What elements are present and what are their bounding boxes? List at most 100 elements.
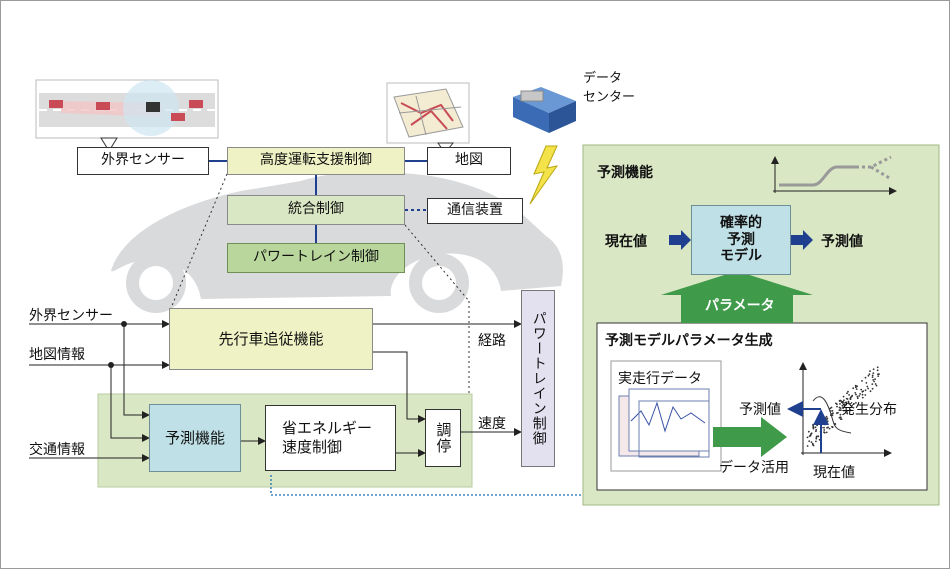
scatter-point — [856, 397, 859, 400]
scatter-point — [842, 395, 845, 398]
scatter-point — [845, 401, 847, 404]
scatter-point — [847, 390, 849, 393]
scatter-point — [826, 420, 829, 423]
scatter-point — [874, 378, 876, 381]
scatter-point — [843, 403, 846, 406]
scatter-point — [853, 402, 855, 405]
trend-curve-icon — [771, 155, 897, 195]
scatter-point — [872, 379, 875, 381]
generation-title: 予測モデルパラメータ生成 — [605, 333, 773, 349]
scatter-point — [810, 441, 813, 443]
scatter-point — [812, 426, 815, 428]
predicted-value-label: 予測値 — [821, 234, 863, 250]
scatter-point — [845, 409, 848, 412]
powertrain-box: パワートレイン制御 — [521, 290, 555, 467]
scatter-point — [841, 402, 844, 404]
scatter-point — [873, 380, 875, 383]
scatter-point — [861, 393, 864, 396]
scatter-point — [824, 417, 827, 419]
scatter-point — [806, 436, 809, 439]
leading-car-box: 先行車追従機能 — [169, 308, 373, 370]
scatter-point — [823, 419, 825, 422]
scatter-point — [828, 427, 831, 430]
scatter-point — [872, 372, 875, 374]
scatter-point — [854, 392, 857, 394]
scatter-point — [864, 376, 867, 379]
scatter-point — [866, 385, 869, 388]
scatter-point — [856, 395, 859, 398]
data-usage-label: データ活用 — [719, 460, 789, 476]
prediction-box: 予測機能 — [149, 404, 241, 472]
scatter-point — [877, 373, 879, 376]
speed-label: 速度 — [478, 416, 506, 432]
scatter-point — [838, 400, 841, 402]
scatter-point — [847, 400, 850, 403]
scatter-point — [861, 380, 863, 382]
external-sensor-box: 外界センサー — [77, 147, 209, 175]
scatter-point — [822, 422, 824, 425]
scatter-point — [815, 430, 817, 433]
scatter-point — [817, 435, 820, 438]
scatter-point — [841, 404, 844, 407]
scatter-point — [846, 411, 848, 413]
scatter-point — [835, 412, 838, 414]
distribution-label: 発生分布 — [841, 402, 897, 418]
scatter-point — [858, 395, 861, 397]
scatter-point — [849, 398, 852, 401]
scatter-point — [842, 407, 845, 409]
scatter-point — [855, 402, 857, 404]
scatter-point — [831, 410, 834, 412]
adjust-box: 調停 — [425, 409, 461, 467]
scatter-point — [846, 392, 848, 395]
panel-title: 予測機能 — [597, 165, 653, 181]
scatter-point — [876, 369, 879, 372]
scatter-point — [846, 412, 849, 415]
scatter-point — [871, 374, 874, 377]
powertrain-control-box: パワートレイン制御 — [227, 243, 405, 273]
scatter-point — [855, 388, 858, 390]
scatter-point — [861, 390, 864, 393]
scatter-point — [843, 399, 845, 402]
scatter-point — [818, 417, 821, 420]
real-data-label: 実走行データ — [618, 371, 702, 387]
scatter-point — [865, 382, 868, 384]
scatter-predicted-label: 予測値 — [739, 402, 781, 418]
scatter-point — [869, 390, 872, 393]
scatter-point — [811, 443, 814, 445]
scatter-point — [815, 437, 818, 440]
scatter-point — [845, 403, 847, 406]
scatter-point — [874, 383, 877, 385]
scatter-point — [814, 426, 817, 429]
scatter-point — [839, 403, 841, 405]
scatter-point — [864, 389, 867, 392]
scatter-point — [872, 368, 875, 371]
scatter-point — [864, 394, 867, 396]
scatter-point — [823, 431, 825, 434]
scatter-point — [832, 412, 834, 414]
scatter-point — [855, 393, 857, 396]
parameter-label: パラメータ — [705, 298, 775, 314]
sensor-road-image — [35, 79, 219, 152]
scatter-point — [840, 418, 843, 420]
scatter-point — [839, 413, 842, 416]
scatter-point — [839, 409, 842, 412]
data-center-server-icon — [513, 87, 576, 133]
real-data-stack-image — [610, 360, 722, 472]
current-value-label: 現在値 — [605, 234, 647, 250]
scatter-point — [823, 426, 825, 429]
scatter-point — [852, 387, 855, 390]
scatter-point — [808, 440, 811, 442]
eco-speed-box: 省エネルギー 速度制御 — [265, 405, 396, 471]
scatter-current-label: 現在値 — [813, 465, 855, 481]
scatter-point — [824, 423, 826, 426]
scatter-point — [871, 383, 874, 385]
scatter-point — [860, 388, 863, 391]
input-traffic-label: 交通情報 — [29, 442, 85, 458]
input-sensor-label: 外界センサー — [29, 308, 113, 324]
scatter-point — [848, 394, 850, 396]
scatter-point — [859, 393, 861, 395]
input-map-label: 地図情報 — [29, 347, 85, 363]
scatter-point — [825, 431, 828, 434]
